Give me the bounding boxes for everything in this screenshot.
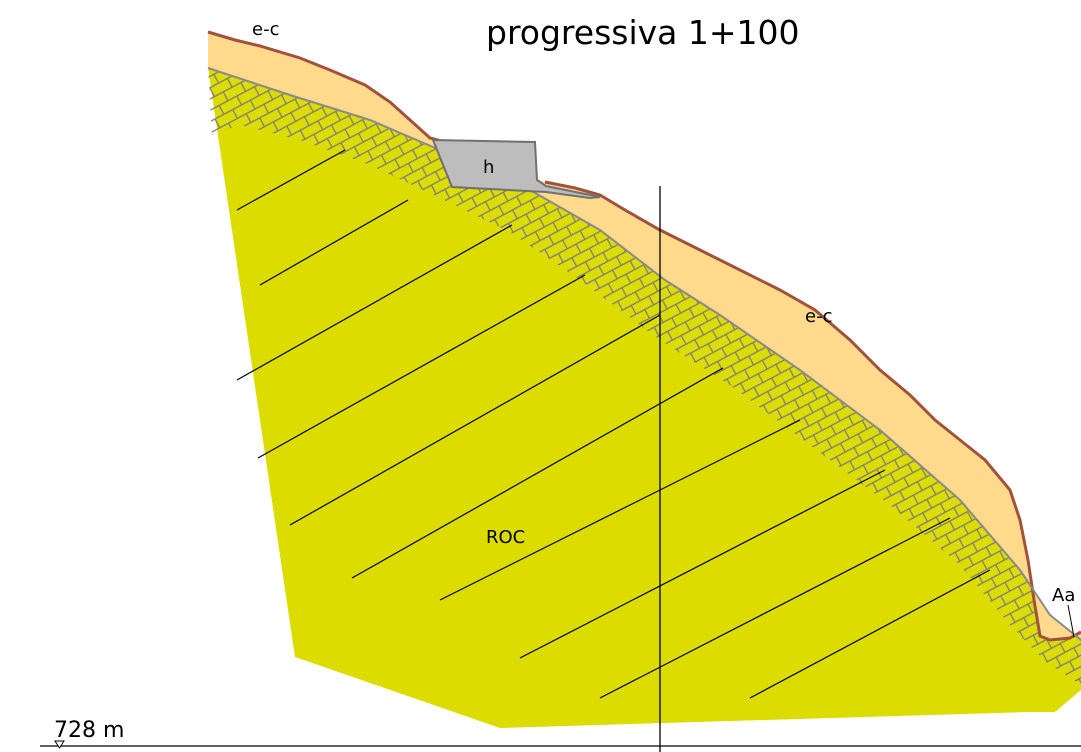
weathered-rock-top-contact [207, 67, 1081, 641]
bedding-line [257, 274, 586, 459]
bedding-line [519, 469, 886, 659]
weathered-rock-band [208, 68, 1081, 685]
ec-cover-unit [208, 32, 1081, 640]
bedding-line [236, 149, 346, 211]
bedding-line [439, 419, 801, 601]
bedding-line [749, 569, 991, 699]
topographic-surface [207, 30, 446, 144]
label-ec-top: e-c [252, 19, 279, 40]
label-aa: Aa [1052, 585, 1075, 606]
bedding-lines [236, 149, 991, 699]
label-h: h [483, 157, 494, 178]
bedding-line [236, 224, 513, 381]
datum-elevation-label: 728 m [54, 718, 124, 743]
roc-unit [208, 68, 1081, 728]
label-ec-right: e-c [805, 306, 832, 327]
bedding-line [599, 517, 951, 699]
label-roc: ROC [486, 527, 525, 548]
bedding-line [259, 199, 409, 286]
bedding-line [289, 314, 661, 526]
datum-triangle-icon [54, 740, 65, 749]
bedding-line [351, 367, 724, 579]
aa-leader-line [1067, 604, 1075, 638]
topographic-surface-right [544, 180, 1081, 642]
h-fill-unit [431, 138, 601, 200]
section-title: progressiva 1+100 [486, 13, 800, 52]
